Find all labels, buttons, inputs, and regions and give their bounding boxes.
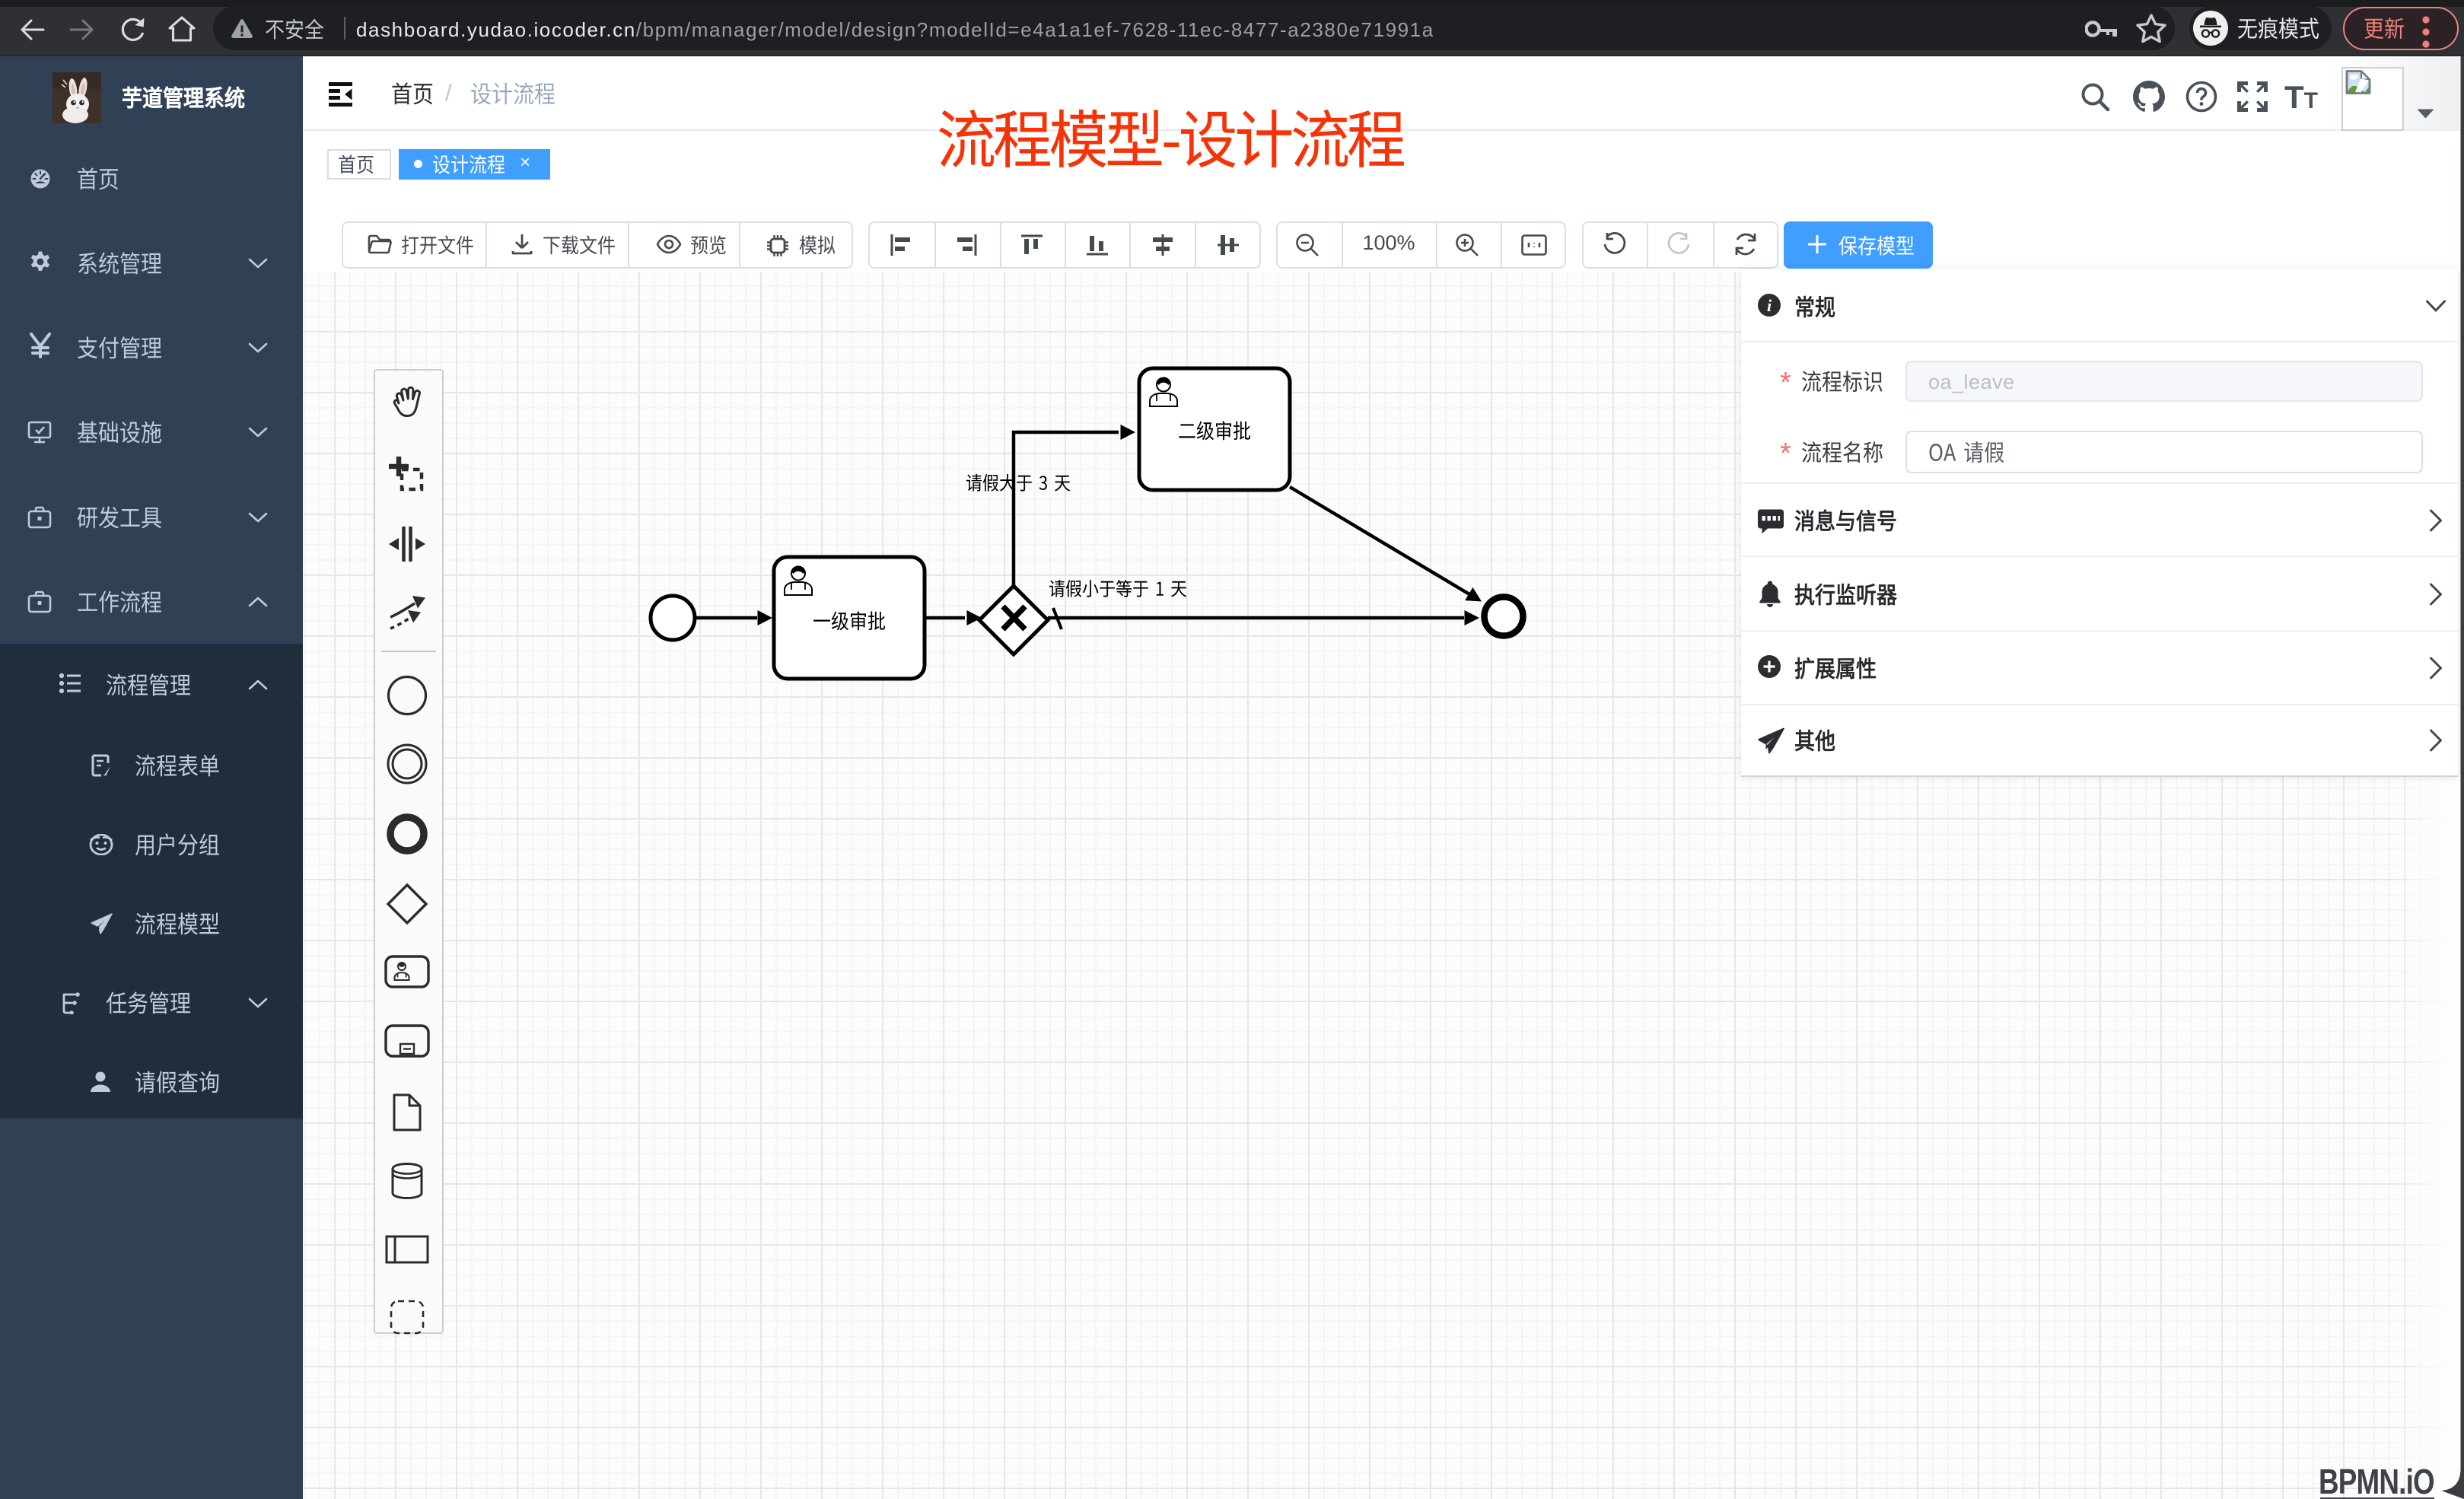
svg-text:i: i [1767, 296, 1772, 315]
